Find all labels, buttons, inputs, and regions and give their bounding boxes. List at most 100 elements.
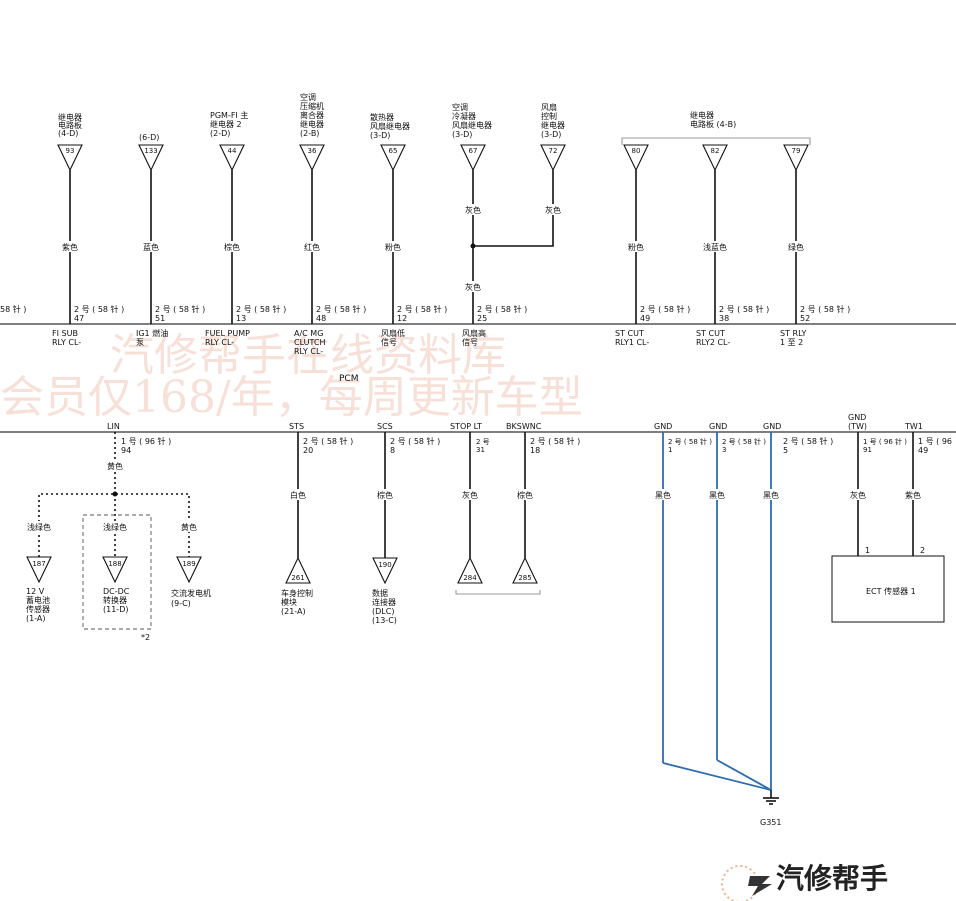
connector-number: 36 (308, 147, 317, 155)
wire-color: 黄色 (107, 461, 123, 471)
signal-name: GND (848, 413, 866, 422)
relay-board-label-1: 继电器 (690, 110, 714, 120)
connector-number: 44 (228, 147, 237, 155)
connector-symbol (285, 556, 311, 584)
connector-number: 72 (549, 147, 558, 155)
lin-circuit: LIN 1 号 ( 96 针 ) 94 黄色 *2 浅绿色 187 12 V 蓄… (22, 422, 211, 642)
pin-label: 2 号 ( 58 针 ) (640, 304, 690, 314)
pin-label: 1 号 ( 96 针 ) (863, 437, 907, 446)
pin-number: 52 (800, 314, 810, 323)
dest-label: 连接器 (372, 597, 396, 607)
signal-name: RLY CL- (294, 347, 323, 356)
signal-name: RLY CL- (205, 338, 234, 347)
signal-name: GND (709, 422, 727, 431)
dest-label: DC-DC (103, 587, 130, 596)
signal-name: 风扇高 (462, 328, 486, 338)
wrench-icon (748, 876, 772, 896)
pin-label: 2 号 ( 58 针 ) (800, 304, 850, 314)
dest-label: (2-D) (210, 129, 230, 138)
wire-color: 粉色 (385, 242, 401, 252)
dest-label: 继电器 2 (210, 119, 242, 129)
dest-label: 控制 (541, 111, 557, 121)
wire-color: 浅绿色 (103, 522, 127, 532)
wire-color: 粉色 (628, 242, 644, 252)
dest-label: 数据 (372, 588, 388, 598)
connector-number: 133 (144, 147, 157, 155)
pin-label: 2 号 ( 58 针 ) (74, 304, 124, 314)
connector-symbol (702, 144, 728, 172)
signal-name: IG1 燃油 (136, 328, 168, 338)
wire (473, 170, 554, 247)
gnd-circuit-2: GND 2 号 ( 58 针 ) 3 黑色 (705, 422, 766, 760)
signal-name: RLY1 CL- (615, 338, 649, 347)
pin-label: 2 号 ( 58 针 ) (668, 437, 712, 446)
pin-number: 13 (236, 314, 246, 323)
signal-name: CLUTCH (294, 338, 326, 347)
signal-name: 风扇低 (381, 328, 405, 338)
signal-name: FUEL PUMP (205, 329, 250, 338)
dest-label: 风扇继电器 (452, 120, 492, 130)
connector-number: 187 (32, 560, 45, 568)
dest-label: (3-D) (452, 130, 472, 139)
dest-label: 风扇 (541, 102, 557, 112)
pin-label: 1 号 ( 96 (918, 437, 952, 446)
wire-color: 黑色 (709, 490, 725, 500)
connector-symbol (57, 144, 83, 172)
dest-label: (4-D) (58, 129, 78, 138)
wire-color: 红色 (304, 242, 320, 252)
pin-number: 18 (530, 446, 540, 455)
top-connector-79: 79 绿色 2 号 ( 58 针 ) 52 ST RLY 1 至 2 (780, 144, 850, 347)
connector-number: 261 (291, 574, 304, 582)
wire-color: 白色 (290, 490, 306, 500)
connector-symbol (219, 144, 245, 172)
pin-number: 49 (640, 314, 650, 323)
top-connector-65: 散热器 风扇继电器 (3-D) 65 粉色 2 号 ( 58 针 ) 12 风扇… (370, 112, 447, 347)
wire-color: 棕色 (517, 490, 533, 500)
pin-label: 2 号 ( 58 针 ) (477, 304, 527, 314)
top-connector-44: PGM-FI 主 继电器 2 (2-D) 44 棕色 2 号 ( 58 针 ) … (205, 110, 286, 347)
pin-label: 2 号 ( 58 针 ) (719, 304, 769, 314)
connector-symbol (380, 144, 406, 172)
dest-label: 转换器 (103, 595, 127, 605)
watermark-line1: 汽修帮手在线资料库 (110, 330, 506, 381)
connector-number: 284 (463, 574, 477, 582)
relay-board-label-2: 电路板 (4-B) (690, 119, 736, 129)
signal-name: STS (289, 422, 304, 431)
gnd-circuit-1: GND 2 号 ( 58 针 ) 1 黑色 (651, 422, 712, 763)
dest-label: (6-D) (139, 133, 159, 142)
pin-number: 38 (719, 314, 729, 323)
dest-label: 模块 (281, 597, 297, 607)
connector-number: 79 (792, 147, 801, 155)
wire-color: 绿色 (788, 242, 804, 252)
wire-color: 灰色 (462, 490, 478, 500)
signal-name: GND (654, 422, 672, 431)
pin-number: 5 (783, 446, 788, 455)
signal-name: SCS (377, 422, 393, 431)
connector-symbol (623, 144, 649, 172)
dest-label: 继电器 (541, 120, 565, 130)
wire-color: 紫色 (62, 242, 78, 252)
signal-name: A/C MG (294, 329, 323, 338)
dest-label: 车身控制 (281, 588, 313, 598)
dest-label: (2-B) (300, 129, 319, 138)
brand-logo: 汽修帮手 (721, 862, 888, 901)
sensor-pin: 1 (865, 546, 870, 555)
dest-label: 传感器 (26, 604, 50, 614)
dest-label: 继电器 (58, 112, 82, 122)
ground-point-label: G351 (760, 818, 781, 827)
pin-label: 2 号 ( 58 针 ) (783, 436, 833, 446)
wire-color: 黑色 (655, 490, 671, 500)
connector-symbol (299, 144, 325, 172)
wire-color: 浅蓝色 (703, 242, 727, 252)
gnd-circuit-3: GND 2 号 ( 58 针 ) 5 黑色 (759, 422, 833, 790)
pin-number: 94 (121, 446, 131, 455)
signal-name: RLY2 CL- (696, 338, 730, 347)
wire-color: 黑色 (763, 490, 779, 500)
pin-label: 2 号 ( 58 针 ) (397, 304, 447, 314)
wire-color: 黄色 (181, 522, 197, 532)
tw1-circuit: TW1 1 号 ( 96 49 紫色 2 (901, 422, 952, 556)
top-connector-133: (6-D) 133 蓝色 2 号 ( 58 针 ) 51 IG1 燃油 泵 (136, 133, 205, 347)
dest-label: 交流发电机 (171, 588, 211, 598)
sts-circuit: STS 2 号 ( 58 针 ) 20 白色 261 车身控制 模块 (21-A… (281, 422, 353, 616)
